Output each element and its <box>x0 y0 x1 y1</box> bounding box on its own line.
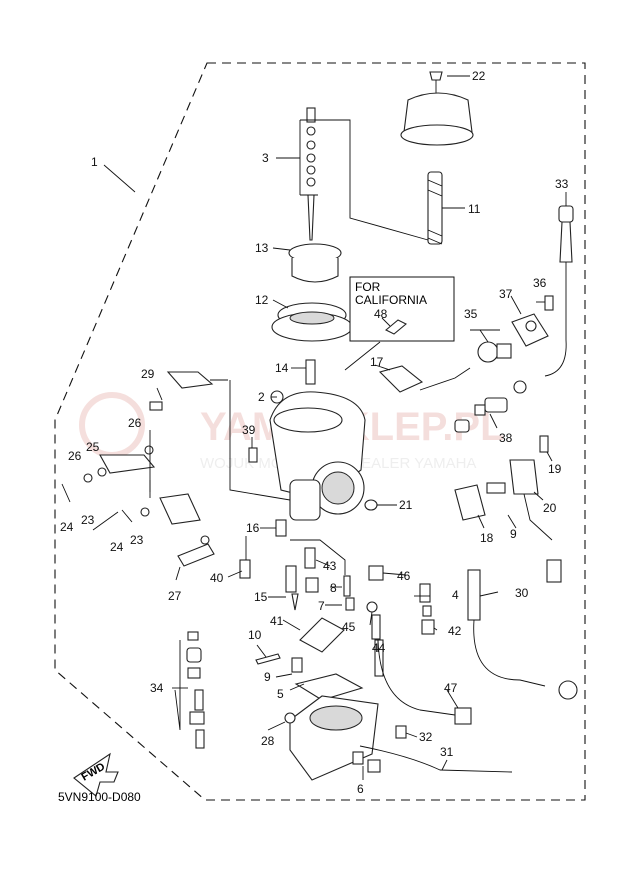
callout-29: 29 <box>141 367 155 381</box>
callout-12: 12 <box>255 293 269 307</box>
callout-20: 20 <box>543 501 557 515</box>
callout-15: 15 <box>254 590 268 604</box>
right-lower-components-part <box>368 565 578 700</box>
callout-8: 8 <box>330 581 337 595</box>
callout-numbers: 1 2 3 4 5 6 7 8 9 9 10 11 12 13 14 15 16… <box>60 69 569 796</box>
callout-28: 28 <box>261 734 275 748</box>
callout-3: 3 <box>262 151 269 165</box>
callout-24-left: 24 <box>60 520 74 534</box>
callout-13: 13 <box>255 241 269 255</box>
float-bowl-part <box>284 639 513 781</box>
idle-screw-part <box>248 447 258 463</box>
callout-21: 21 <box>399 498 413 512</box>
callout-30: 30 <box>515 586 529 600</box>
callout-40: 40 <box>210 571 224 585</box>
callout-23-left: 23 <box>81 513 95 527</box>
callout-44: 44 <box>372 641 386 655</box>
california-line2: CALIFORNIA <box>355 293 427 307</box>
callout-1: 1 <box>91 155 98 169</box>
callout-2: 2 <box>258 390 265 404</box>
callout-46: 46 <box>397 569 411 583</box>
callout-9-bracket: 9 <box>510 527 517 541</box>
callout-43: 43 <box>323 559 337 573</box>
callout-22: 22 <box>472 69 486 83</box>
top-cover-part <box>400 71 474 146</box>
callout-5: 5 <box>277 687 284 701</box>
callout-31: 31 <box>440 745 454 759</box>
callout-17: 17 <box>370 355 384 369</box>
california-line1: FOR <box>355 280 381 294</box>
piston-valve-part <box>272 243 342 283</box>
callout-6: 6 <box>357 782 364 796</box>
carburetor-body-part <box>229 380 366 521</box>
callout-26-right: 26 <box>128 416 142 430</box>
drawing-code: 5VN9100-D080 <box>58 790 141 804</box>
callout-9-bowl: 9 <box>264 670 271 684</box>
drain-plug-part <box>364 499 378 511</box>
throttle-cable-part <box>544 192 574 377</box>
callout-25: 25 <box>86 440 100 454</box>
callout-16: 16 <box>246 521 260 535</box>
callout-23-right: 23 <box>130 533 144 547</box>
callout-48: 48 <box>374 307 388 321</box>
diaphragm-part <box>271 299 353 342</box>
callout-38: 38 <box>499 431 513 445</box>
callout-24-right: 24 <box>110 540 124 554</box>
callout-27: 27 <box>168 589 182 603</box>
callout-35: 35 <box>464 307 478 321</box>
callout-32: 32 <box>419 730 433 744</box>
callout-39: 39 <box>242 423 256 437</box>
float-assembly-part <box>255 601 384 701</box>
callout-11: 11 <box>468 202 481 216</box>
jet-needle-set-part <box>276 107 429 241</box>
callout-37: 37 <box>499 287 513 301</box>
callout-leaders <box>92 164 553 780</box>
jet-components-part <box>239 519 355 611</box>
callout-45: 45 <box>342 620 356 634</box>
callout-14: 14 <box>275 361 289 375</box>
callout-36: 36 <box>533 276 547 290</box>
callout-41: 41 <box>270 614 284 628</box>
bowl-drain-stack-part <box>174 631 205 749</box>
throttle-stop-screw-part <box>291 359 316 385</box>
callout-18: 18 <box>480 531 494 545</box>
assembly-boundary <box>54 62 586 801</box>
callout-47: 47 <box>444 681 458 695</box>
callout-7: 7 <box>318 599 325 613</box>
callout-34: 34 <box>150 681 164 695</box>
callout-10: 10 <box>248 628 262 642</box>
vent-hose-cap-part <box>344 341 424 393</box>
callout-42: 42 <box>448 624 462 638</box>
slide-spring-part <box>427 171 465 245</box>
cable-bracket-part <box>454 435 562 583</box>
california-note-box: FOR CALIFORNIA <box>349 276 455 342</box>
callout-33: 33 <box>555 177 569 191</box>
callout-19: 19 <box>548 462 562 476</box>
callout-4: 4 <box>452 588 459 602</box>
callout-26-left: 26 <box>68 449 82 463</box>
